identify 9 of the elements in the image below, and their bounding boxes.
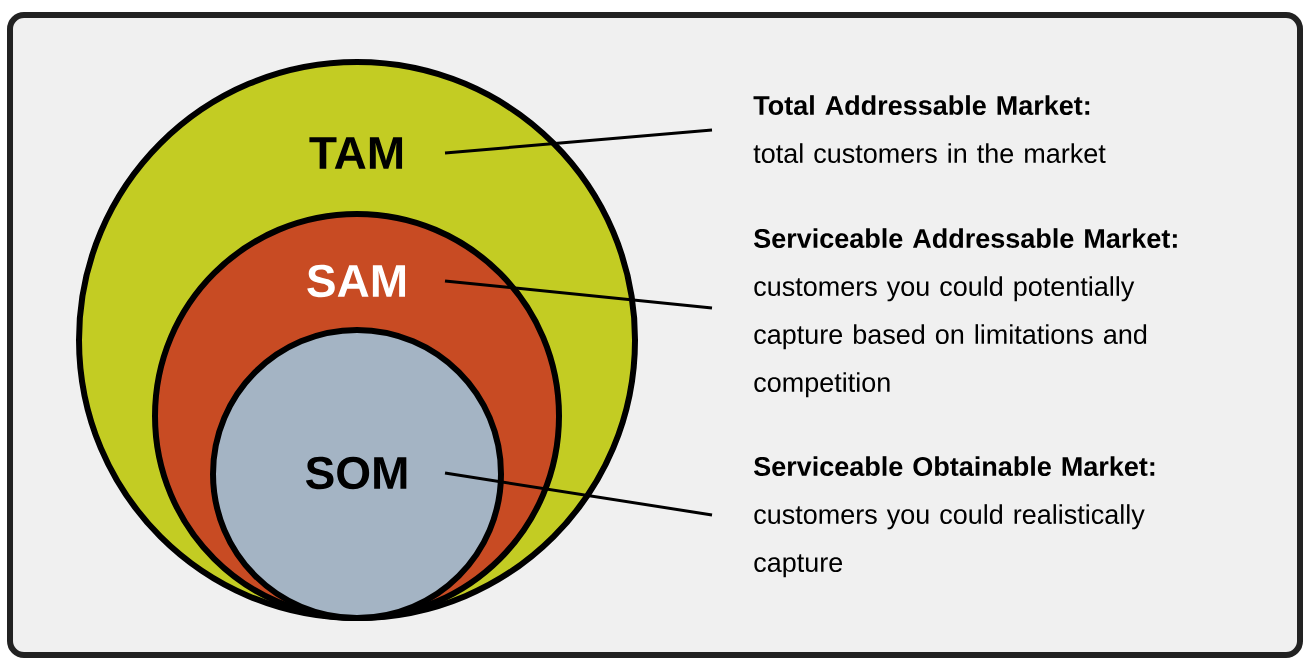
- leader-line: [444, 128, 713, 155]
- circle-label: TAM: [309, 137, 403, 169]
- description-text: Total Addressable Market: total customers in the market: [753, 95, 1106, 164]
- leader-line: [444, 471, 713, 517]
- description-text: Serviceable Obtainable Market: customers you could realistically capture: [754, 456, 1155, 578]
- leader-line: [444, 279, 713, 310]
- description-text: Serviceable Addressable Market: customers you could potentially capture based on limitations and competition: [754, 228, 1177, 398]
- circle-label: SOM: [305, 456, 407, 490]
- circle-label: SAM: [307, 264, 406, 298]
